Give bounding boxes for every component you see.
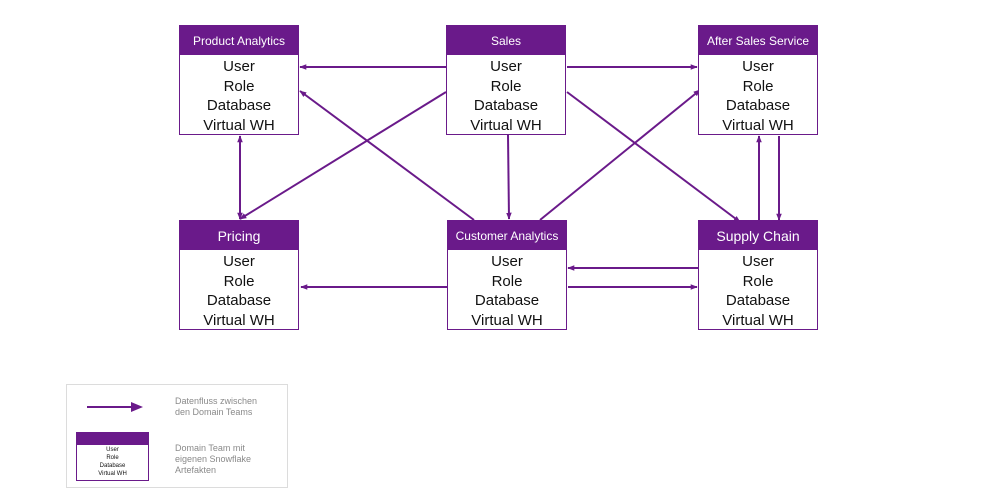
node-item-database: Database (206, 292, 272, 309)
legend-node-item-user: User (106, 447, 119, 453)
legend-flow-label: Datenfluss zwischen den Domain Teams (175, 396, 257, 418)
legend-node-body: User Role Database Virtual WH (77, 445, 148, 478)
legend-flow-label-line: den Domain Teams (175, 407, 253, 417)
node-item-database: Database (725, 97, 791, 114)
legend-node-label-line: Domain Team mit (175, 443, 245, 453)
node-item-role: Role (223, 77, 255, 95)
node-item-database: Database (474, 292, 540, 309)
node-header: After Sales Service (699, 26, 817, 55)
node-header: Supply Chain (699, 221, 817, 250)
node-pricing: Pricing User Role Database Virtual WH (179, 220, 299, 330)
legend-node-label-line: Artefakten (175, 465, 217, 475)
node-after-sales-service: After Sales Service User Role Database V… (698, 25, 818, 135)
node-item-role: Role (491, 272, 523, 290)
node-item-database: Database (473, 97, 539, 114)
legend-node-item-role: Role (106, 455, 119, 461)
node-item-role: Role (742, 272, 774, 290)
node-item-virtual-wh: Virtual WH (203, 116, 275, 134)
legend-node-item-virtual-wh: Virtual WH (98, 471, 127, 477)
legend-node-sample: User Role Database Virtual WH (76, 432, 149, 481)
edge-customer-analytics-to-product-analytics (299, 90, 475, 221)
legend-node-label: Domain Team mit eigenen Snowflake Artefa… (175, 443, 251, 476)
edge-sales-to-customer-analytics (506, 134, 512, 220)
node-body: User Role Database Virtual WH (447, 55, 565, 135)
legend-node-item-database: Database (99, 463, 126, 469)
node-body: User Role Database Virtual WH (699, 55, 817, 135)
edge-customer-analytics-to-after-sales-service (539, 89, 701, 221)
node-product-analytics: Product Analytics User Role Database Vir… (179, 25, 299, 135)
node-body: User Role Database Virtual WH (699, 250, 817, 330)
node-body: User Role Database Virtual WH (448, 250, 566, 330)
node-header: Customer Analytics (448, 221, 566, 250)
edge-sales-to-pricing (239, 91, 447, 220)
node-item-database: Database (725, 292, 791, 309)
node-item-user: User (223, 253, 255, 270)
edge-layer (237, 64, 782, 290)
node-item-role: Role (490, 77, 522, 95)
node-item-virtual-wh: Virtual WH (722, 311, 794, 329)
node-supply-chain: Supply Chain User Role Database Virtual … (698, 220, 818, 330)
node-header: Pricing (180, 221, 298, 250)
legend-flow-label-line: Datenfluss zwischen (175, 396, 258, 406)
legend-node-header (77, 433, 148, 445)
node-item-virtual-wh: Virtual WH (470, 116, 542, 134)
node-item-user: User (490, 58, 522, 75)
legend-arrow-icon (87, 402, 143, 412)
legend: Datenfluss zwischen den Domain Teams Use… (66, 384, 288, 488)
node-item-user: User (223, 58, 255, 75)
node-item-role: Role (742, 77, 774, 95)
node-header: Sales (447, 26, 565, 55)
node-item-role: Role (223, 272, 255, 290)
node-sales: Sales User Role Database Virtual WH (446, 25, 566, 135)
node-item-user: User (491, 253, 523, 270)
edge-sales-to-supply-chain (566, 91, 741, 223)
node-item-virtual-wh: Virtual WH (471, 311, 543, 329)
node-body: User Role Database Virtual WH (180, 55, 298, 135)
node-body: User Role Database Virtual WH (180, 250, 298, 330)
node-item-database: Database (206, 97, 272, 114)
node-customer-analytics: Customer Analytics User Role Database Vi… (447, 220, 567, 330)
node-item-user: User (742, 253, 774, 270)
node-item-virtual-wh: Virtual WH (722, 116, 794, 134)
node-item-user: User (742, 58, 774, 75)
node-item-virtual-wh: Virtual WH (203, 311, 275, 329)
legend-node-label-line: eigenen Snowflake (175, 454, 252, 464)
node-header: Product Analytics (180, 26, 298, 55)
